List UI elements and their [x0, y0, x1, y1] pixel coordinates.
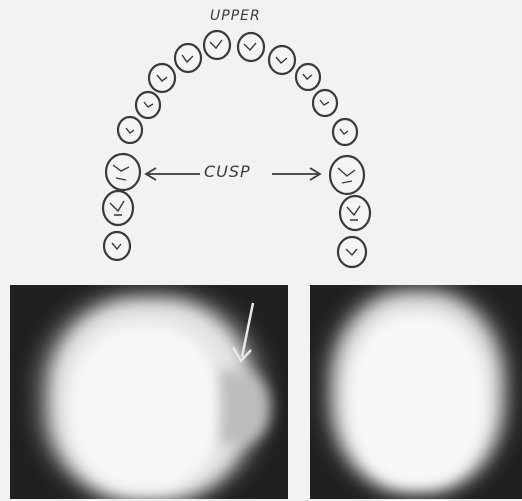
tooth-right-8: [338, 237, 366, 267]
left-radiograph: [10, 285, 288, 499]
tooth-right-3: [296, 64, 320, 90]
upper-arch-label: UPPER: [210, 8, 261, 24]
tooth-left-2: [175, 44, 201, 72]
tooth-left-3: [149, 64, 175, 92]
tooth-left-8: [104, 232, 130, 260]
tooth-left-7: [103, 191, 133, 225]
tooth-right-2: [269, 46, 295, 74]
tooth-left-1: [204, 31, 230, 59]
tooth-right-4: [313, 90, 337, 116]
tooth-right-1: [238, 33, 264, 61]
dental-arch-diagram: [0, 0, 522, 280]
tooth-left-4: [136, 92, 160, 118]
tooth-left-5: [118, 117, 142, 143]
tooth-left-6: [106, 154, 140, 190]
right-radiograph: [310, 285, 522, 499]
tooth-right-5: [333, 119, 357, 145]
arrow-icon: [10, 285, 288, 499]
tooth-core: [350, 315, 485, 485]
tooth-right-6: [330, 156, 364, 194]
cusp-label: CUSP: [204, 162, 251, 181]
